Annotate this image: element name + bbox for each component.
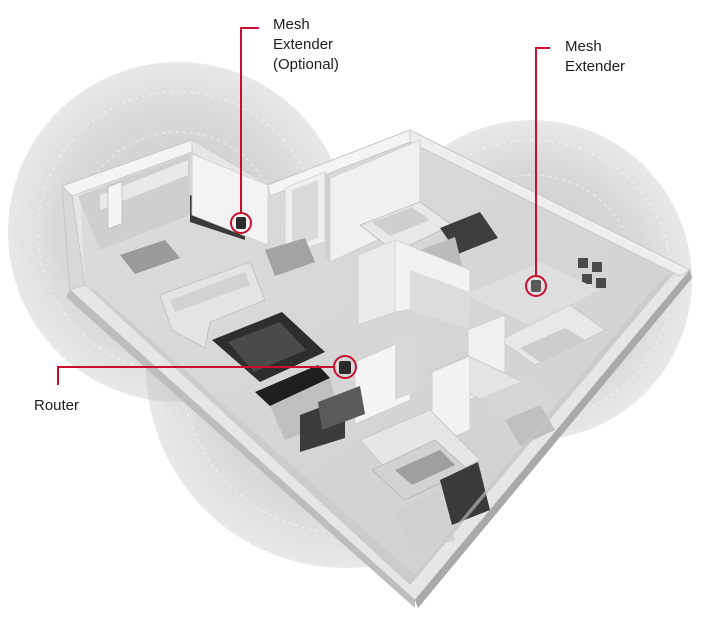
callout-line: Mesh bbox=[273, 16, 310, 33]
callout-leaders bbox=[57, 27, 550, 385]
callout-line: Extender bbox=[273, 36, 334, 53]
apartment-model bbox=[61, 129, 692, 608]
callout-label-mesh-extender: Mesh Extender bbox=[565, 37, 625, 77]
leader-mesh-extender bbox=[535, 47, 550, 276]
callout-line: Extender bbox=[565, 58, 626, 75]
callout-line: Router bbox=[34, 397, 80, 414]
callout-line: (Optional) bbox=[273, 56, 339, 73]
leader-router bbox=[57, 366, 334, 385]
leader-mesh-extender-optional bbox=[240, 27, 259, 213]
callout-line: Mesh bbox=[565, 38, 602, 55]
callout-label-router: Router bbox=[34, 396, 79, 416]
callout-label-mesh-extender-optional: Mesh Extender (Optional) bbox=[273, 15, 339, 75]
